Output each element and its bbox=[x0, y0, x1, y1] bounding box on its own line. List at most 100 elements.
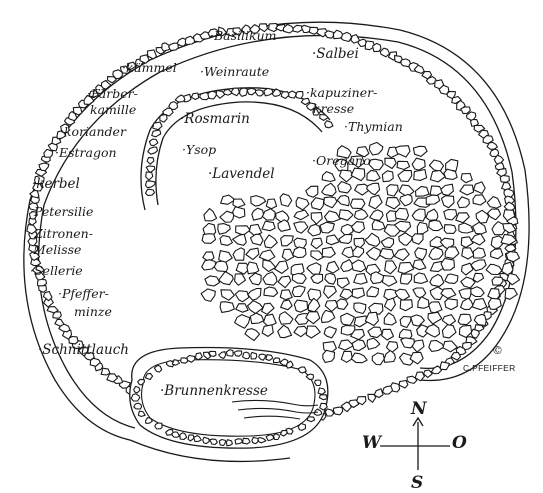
stone bbox=[458, 314, 471, 324]
stone bbox=[381, 238, 394, 248]
stone bbox=[308, 298, 320, 312]
stone bbox=[234, 351, 242, 357]
stone bbox=[369, 142, 383, 155]
stone bbox=[431, 366, 441, 374]
stone bbox=[278, 276, 291, 288]
stone bbox=[341, 351, 352, 362]
stone bbox=[175, 95, 185, 102]
stone bbox=[220, 236, 232, 246]
label-rosmarin: ·Rosmarin bbox=[180, 111, 250, 127]
stone bbox=[293, 247, 306, 258]
stone bbox=[384, 351, 395, 363]
stone bbox=[459, 223, 473, 233]
stone bbox=[149, 139, 157, 146]
stone bbox=[246, 248, 259, 259]
stone bbox=[476, 210, 488, 223]
stone bbox=[281, 300, 293, 310]
stone bbox=[382, 171, 393, 182]
stone bbox=[146, 166, 155, 172]
stone bbox=[429, 160, 443, 171]
stone bbox=[266, 199, 276, 209]
stone bbox=[294, 222, 308, 233]
stone bbox=[351, 168, 365, 180]
stone bbox=[412, 158, 425, 170]
stone bbox=[430, 171, 445, 182]
stone bbox=[311, 274, 323, 283]
compass-south: S bbox=[411, 473, 423, 493]
stone bbox=[315, 380, 321, 386]
stone bbox=[412, 209, 425, 221]
stone bbox=[442, 196, 455, 208]
stone bbox=[39, 286, 47, 293]
stone bbox=[281, 92, 289, 99]
stone bbox=[399, 233, 413, 245]
stone bbox=[380, 248, 394, 259]
stone bbox=[233, 234, 247, 245]
stone bbox=[414, 170, 427, 181]
stone bbox=[397, 161, 410, 169]
stone bbox=[146, 172, 153, 180]
stone bbox=[338, 182, 352, 193]
stone bbox=[382, 276, 396, 287]
stone bbox=[428, 312, 442, 324]
stone bbox=[325, 211, 341, 222]
stone bbox=[416, 186, 430, 196]
stone bbox=[502, 182, 511, 190]
label-brunnenkresse: ·Brunnenkresse bbox=[160, 383, 268, 399]
stone bbox=[340, 289, 353, 299]
stone bbox=[259, 250, 275, 261]
stone bbox=[219, 440, 225, 446]
stone bbox=[243, 352, 250, 359]
stone bbox=[320, 403, 328, 410]
stone bbox=[333, 407, 342, 415]
stone bbox=[354, 273, 368, 284]
stone bbox=[339, 210, 353, 221]
stone bbox=[418, 297, 429, 309]
stone bbox=[461, 298, 474, 309]
stone bbox=[262, 209, 275, 220]
stone bbox=[441, 184, 454, 195]
stone bbox=[456, 213, 470, 223]
stone bbox=[473, 222, 487, 234]
stone bbox=[426, 195, 440, 204]
stone bbox=[204, 209, 217, 221]
stone bbox=[325, 409, 334, 416]
label-ysop: ·Ysop bbox=[182, 142, 216, 157]
stone bbox=[415, 248, 427, 260]
stone bbox=[442, 315, 455, 326]
stone bbox=[473, 273, 483, 282]
stone bbox=[318, 388, 325, 395]
label-lavendel: ·Lavendel bbox=[208, 166, 275, 182]
stone bbox=[396, 146, 411, 157]
label-pfefferminze-2: minze bbox=[74, 304, 112, 319]
stone bbox=[233, 207, 245, 218]
stone bbox=[55, 319, 64, 326]
stone bbox=[264, 88, 273, 96]
stone bbox=[457, 197, 469, 208]
compass-west: W bbox=[362, 433, 383, 453]
stone bbox=[400, 317, 411, 328]
label-petersilie: ·Petersilie bbox=[30, 204, 93, 219]
stone bbox=[322, 247, 335, 257]
stone bbox=[324, 197, 337, 208]
stone bbox=[220, 211, 234, 222]
stone bbox=[400, 274, 411, 284]
stone bbox=[398, 262, 414, 273]
stone bbox=[294, 300, 307, 312]
stone bbox=[372, 353, 384, 365]
stone bbox=[218, 224, 230, 235]
label-kuemmel: ·kümmel bbox=[122, 60, 177, 75]
stone bbox=[326, 235, 339, 245]
stone bbox=[412, 234, 423, 245]
stone bbox=[247, 88, 256, 95]
label-faerberkamille-2: kamille bbox=[90, 102, 136, 117]
stone bbox=[153, 122, 162, 130]
stone bbox=[487, 197, 501, 209]
stone bbox=[306, 326, 320, 338]
stone bbox=[101, 368, 110, 375]
stone bbox=[414, 273, 427, 284]
stone bbox=[340, 170, 353, 182]
stone bbox=[252, 208, 264, 220]
stone bbox=[233, 248, 244, 260]
